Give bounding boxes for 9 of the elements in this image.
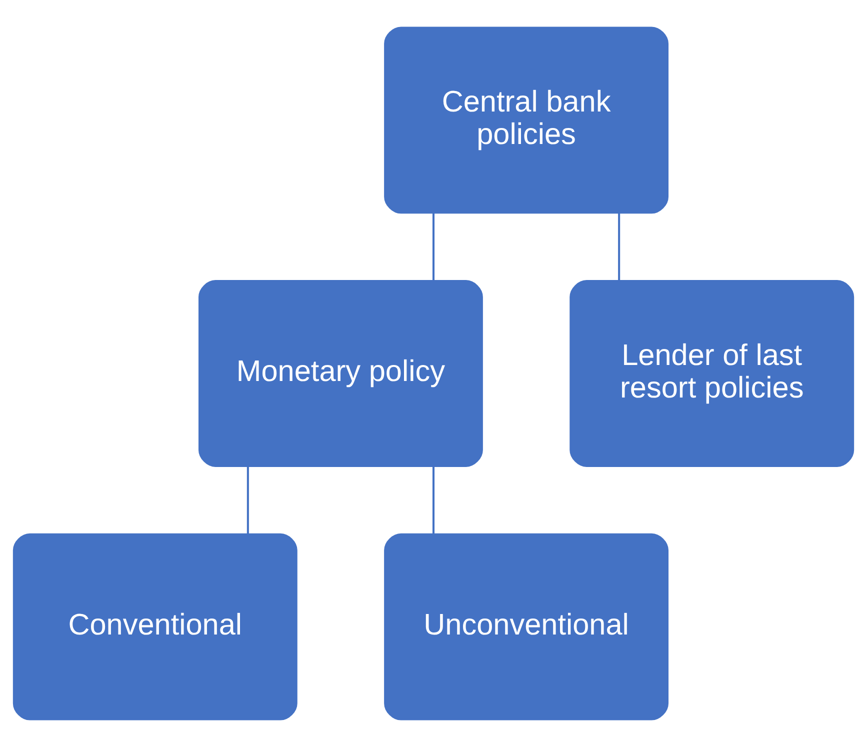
connector [432,213,435,281]
connector [246,466,249,534]
node-box: Monetary policy [198,280,483,467]
node-box: Lender of last resort policies [570,280,854,467]
connector [618,213,620,281]
node-box: Conventional [12,533,298,720]
connector [432,466,435,534]
node-box: Central bank policies [384,26,669,214]
node-box: Unconventional [384,533,669,720]
